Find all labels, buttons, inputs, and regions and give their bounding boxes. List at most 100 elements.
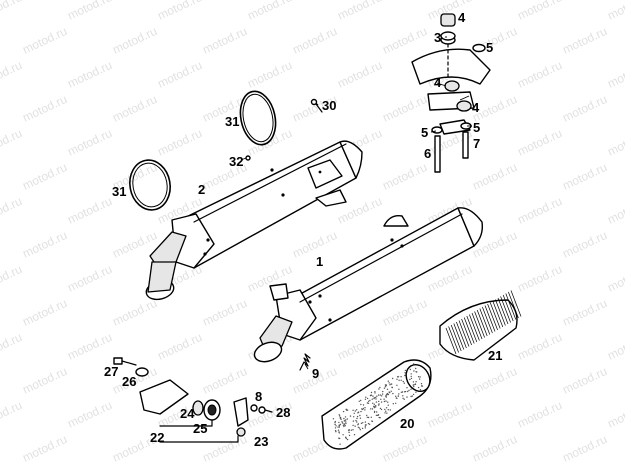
stipple-dot	[357, 411, 360, 413]
stipple-dot	[360, 410, 362, 413]
stipple-dot	[373, 397, 375, 400]
stipple-dot	[372, 402, 374, 404]
stipple-dot	[398, 388, 400, 390]
watermark-text: motod.ru	[560, 432, 609, 465]
stipple-dot	[365, 396, 367, 398]
stipple-dot	[415, 391, 417, 393]
watermark-text: motod.ru	[65, 58, 114, 91]
stipple-dot	[371, 398, 373, 400]
watermark-text: motod.ru	[470, 432, 519, 465]
watermark-text: motod.ru	[605, 194, 625, 227]
watermark-text: motod.ru	[335, 0, 384, 23]
watermark-text: motod.ru	[0, 0, 24, 23]
stipple-dot	[386, 393, 388, 396]
stipple-dot	[359, 417, 362, 419]
stipple-dot	[354, 410, 356, 412]
stipple-dot	[398, 379, 400, 381]
stipple-dot	[404, 369, 407, 372]
watermark-text: motod.ru	[110, 24, 159, 57]
stipple-dot	[357, 426, 360, 428]
stipple-dot	[397, 376, 400, 378]
watermark-text: motod.ru	[20, 432, 69, 465]
hatch-line	[466, 315, 478, 343]
stipple-dot	[385, 410, 387, 412]
stipple-dot	[346, 438, 349, 441]
stipple-dot	[334, 420, 336, 423]
callout-6: 6	[424, 146, 431, 161]
stipple-dot	[371, 408, 374, 410]
clip-23	[233, 397, 249, 437]
stipple-dot	[356, 417, 358, 420]
stipple-dot	[339, 443, 341, 445]
callout-31-lower: 31	[112, 184, 126, 199]
watermark-text: motod.ru	[470, 160, 519, 193]
stipple-dot	[380, 398, 382, 400]
stipple-dot	[387, 380, 389, 382]
watermark-text: motod.ru	[515, 194, 564, 227]
stipple-dot	[364, 427, 366, 429]
hatch-line	[495, 299, 506, 326]
stipple-dot	[364, 398, 367, 400]
watermark-text: motod.ru	[20, 228, 69, 261]
callout-8: 8	[255, 389, 262, 404]
stipple-dot	[340, 418, 342, 421]
watermark-text: motod.ru	[65, 262, 114, 295]
watermark-text: motod.ru	[380, 432, 429, 465]
stipple-dot	[334, 423, 336, 426]
stipple-dot	[375, 396, 377, 399]
callout-31-upper: 31	[225, 114, 239, 129]
stipple-dot	[345, 422, 347, 425]
hatch-line	[471, 312, 483, 340]
stipple-dot	[379, 386, 381, 389]
stipple-dot	[385, 400, 387, 402]
watermark-text: motod.ru	[605, 330, 625, 363]
watermark-text: motod.ru	[425, 398, 474, 431]
stipple-dot	[407, 390, 409, 393]
watermark-text: motod.ru	[200, 296, 249, 329]
screw-8-28	[250, 404, 273, 414]
stipple-dot	[392, 392, 394, 395]
watermark-text: motod.ru	[65, 330, 114, 363]
watermark-text: motod.ru	[560, 364, 609, 397]
watermark-text: motod.ru	[515, 398, 564, 431]
stipple-dot	[349, 415, 352, 417]
stipple-dot	[415, 381, 417, 383]
o-ring-upper-inner	[242, 93, 274, 143]
stipple-dot	[374, 392, 376, 394]
callout-26: 26	[122, 374, 136, 389]
watermark-text: motod.ru	[380, 160, 429, 193]
spring-9	[299, 353, 311, 371]
stipple-dot	[342, 434, 344, 436]
stipple-dot	[383, 387, 386, 389]
stipple-dot	[375, 405, 377, 407]
stipple-dot	[371, 420, 373, 422]
watermark-text: motod.ru	[20, 364, 69, 397]
stipple-dot	[369, 399, 371, 402]
stipple-dot	[410, 388, 412, 390]
hatch-line	[445, 327, 457, 355]
stipple-dot	[332, 418, 335, 420]
stipple-dot	[396, 378, 398, 380]
stipple-dot	[374, 391, 376, 393]
stipple-dot	[413, 370, 415, 372]
stipple-dot	[350, 429, 353, 431]
stipple-dot	[386, 412, 388, 414]
watermark-text: motod.ru	[0, 398, 24, 431]
watermark-text: motod.ru	[155, 0, 204, 23]
stipple-dot	[364, 421, 367, 423]
stipple-dot	[348, 434, 351, 437]
stipple-dot	[348, 429, 350, 431]
stipple-dot	[376, 411, 378, 413]
stipple-dot	[364, 409, 366, 411]
stipple-dot	[378, 403, 380, 405]
stipple-dot	[410, 373, 412, 375]
stipple-dot	[361, 408, 363, 410]
stipple-dot	[348, 431, 350, 434]
stipple-dot	[341, 422, 344, 424]
watermark-text: motod.ru	[245, 58, 294, 91]
stipple-dot	[385, 407, 388, 409]
stipple-dot	[389, 384, 391, 386]
screw-30	[310, 98, 323, 113]
watermark-text: motod.ru	[20, 296, 69, 329]
